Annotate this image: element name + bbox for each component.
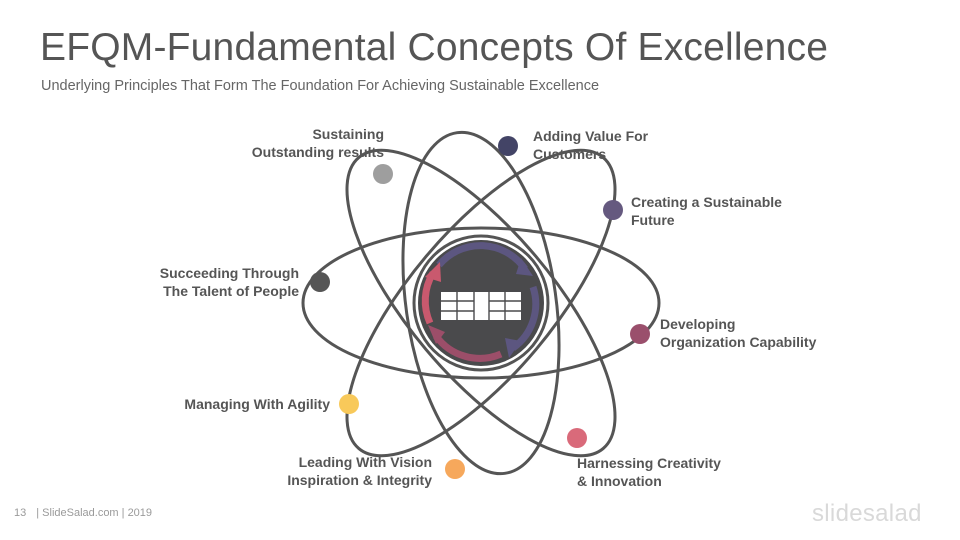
- concept-label-sustaining-results: Sustaining Outstanding results: [251, 126, 384, 160]
- nucleus: [412, 234, 550, 372]
- concept-dots: [310, 136, 650, 479]
- concept-label-leading-vision: Leading With Vision Inspiration & Integr…: [287, 454, 432, 488]
- cycle-arrowhead-top: [516, 258, 533, 276]
- orbit-diagonal-a: [345, 148, 617, 458]
- slide-subtitle: Underlying Principles That Form The Foun…: [41, 78, 600, 94]
- concept-dot-leading-vision: [445, 459, 465, 479]
- orbits: [301, 130, 661, 476]
- cycle-arrowhead-bottom: [428, 325, 445, 344]
- slide-footer: 13 | SlideSalad.com | 2019: [14, 507, 152, 519]
- concept-dot-sustainable-future: [603, 200, 623, 220]
- concept-dot-creativity-innovation: [567, 428, 587, 448]
- concept-label-managing-agility: Managing With Agility: [184, 396, 330, 412]
- orbit-horizontal: [301, 226, 661, 380]
- cycle-arrow-bottom: [433, 333, 503, 362]
- concept-dot-managing-agility: [339, 394, 359, 414]
- cycle-arrow-top: [436, 242, 528, 272]
- concept-label-creativity-innovation: Harnessing Creativity & Innovation: [577, 455, 721, 489]
- cycle-arrowhead-right: [505, 338, 521, 358]
- cycle-arrowhead-left: [425, 262, 441, 282]
- concept-label-organization-capability: Developing Organization Capability: [660, 316, 817, 350]
- page-number: 13: [14, 507, 27, 519]
- concept-label-talent-of-people: Succeeding Through The Talent of People: [159, 265, 299, 299]
- orbit-diagonal-b: [345, 148, 617, 458]
- efqm-logo-icon: [441, 292, 521, 320]
- concept-dot-talent-of-people: [310, 272, 330, 292]
- concept-label-adding-value: Adding Value For Customers: [533, 128, 649, 162]
- concept-dot-sustaining-results: [373, 164, 393, 184]
- concept-dot-adding-value: [498, 136, 518, 156]
- concept-label-sustainable-future: Creating a Sustainable Future: [631, 194, 782, 228]
- concept-dot-organization-capability: [630, 324, 650, 344]
- slide-title: EFQM-Fundamental Concepts Of Excellence: [40, 26, 829, 69]
- footer-source: | SlideSalad.com | 2019: [36, 507, 153, 519]
- orbit-vertical: [401, 130, 561, 476]
- brand-logo: slidesalad: [812, 500, 922, 527]
